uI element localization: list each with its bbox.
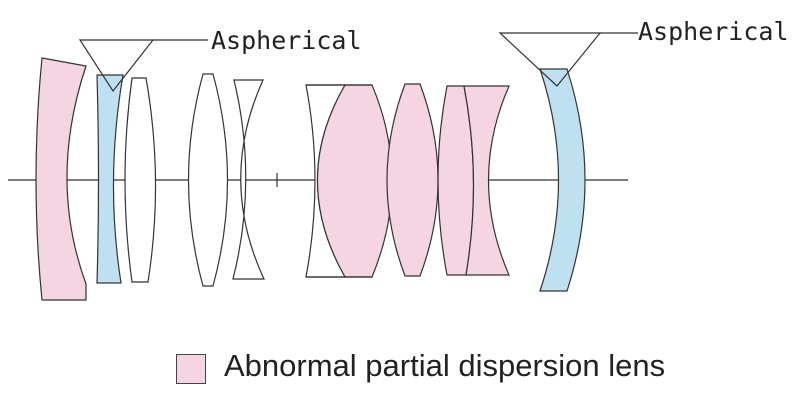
lens-element-8 <box>386 83 439 277</box>
legend-swatch-pink <box>176 354 206 384</box>
lens-element-6-outline <box>306 84 372 278</box>
aspherical-callout-right-pointer <box>498 32 602 87</box>
aspherical-callout-left-pointer <box>78 39 155 93</box>
lens-element-3 <box>124 77 157 283</box>
lens-element-10 <box>463 85 510 276</box>
lens-element-1 <box>35 57 87 301</box>
lens-element-2-aspherical <box>96 74 124 284</box>
aspherical-label-left: Aspherical <box>211 26 362 55</box>
lens-element-5 <box>232 79 265 280</box>
lens-element-4 <box>187 73 229 287</box>
aspherical-label-right: Aspherical <box>638 17 789 46</box>
lens-element-11-aspherical <box>539 68 586 292</box>
legend-label: Abnormal partial dispersion lens <box>224 348 666 383</box>
